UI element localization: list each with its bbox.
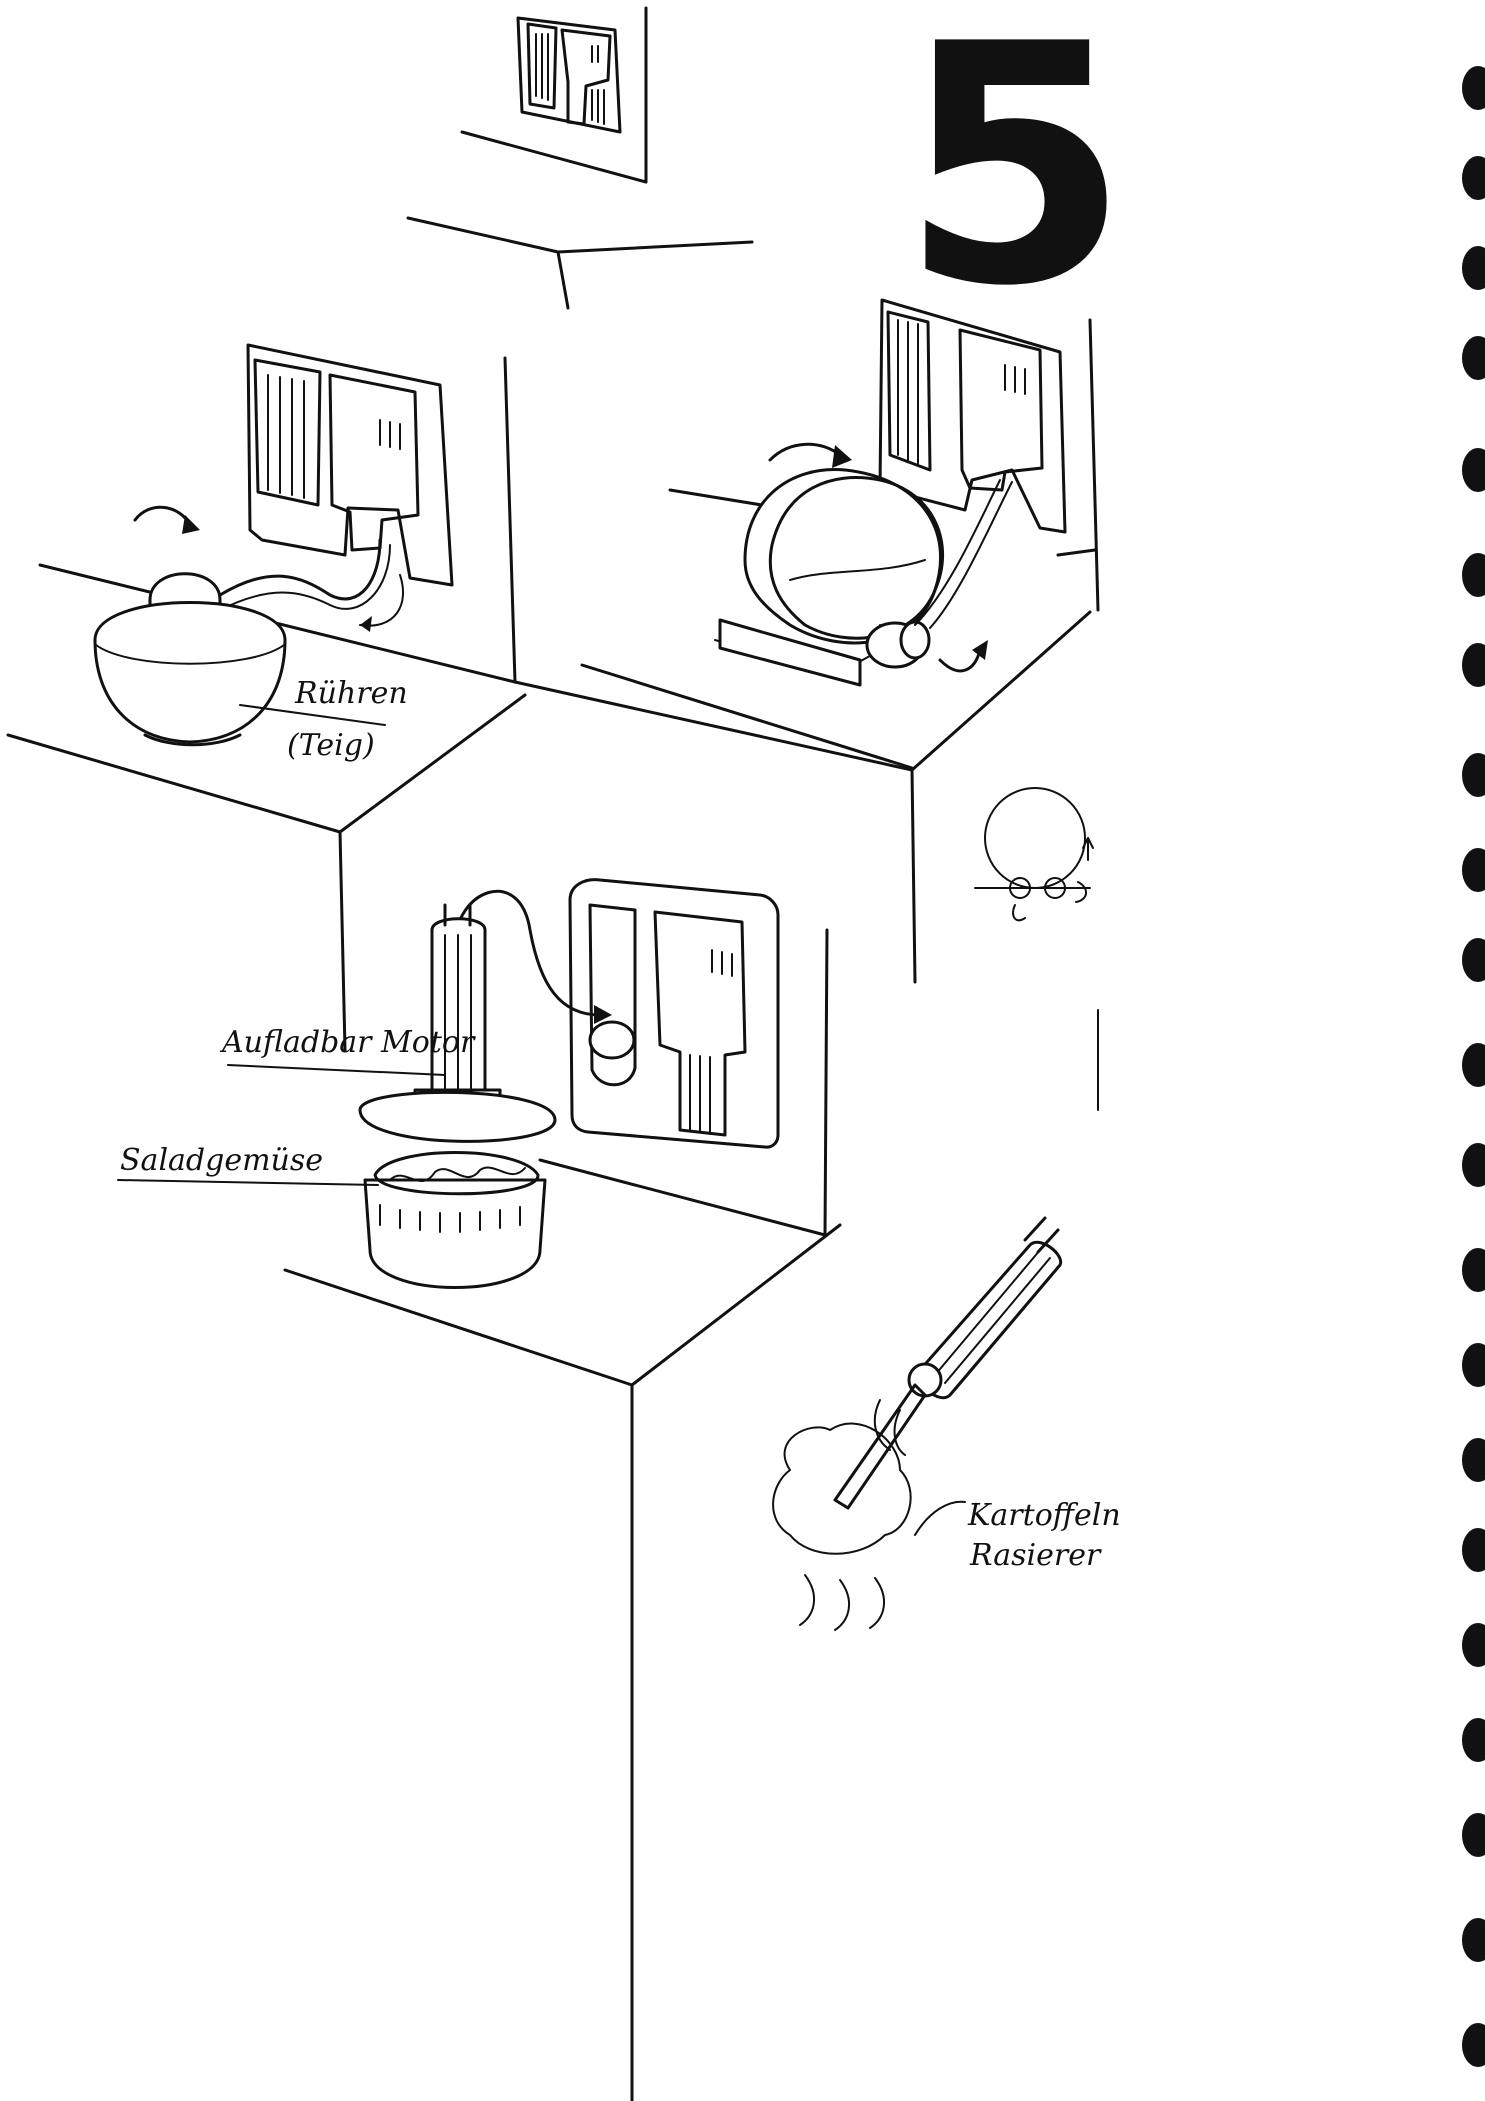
label-potato-2: Rasierer bbox=[969, 1538, 1102, 1573]
binding-hole-icon bbox=[1462, 448, 1485, 492]
label-stir: Rühren bbox=[294, 676, 408, 711]
binding-hole-icon bbox=[1462, 848, 1485, 892]
binding-hole-icon bbox=[1462, 1143, 1485, 1187]
binding-hole-icon bbox=[1462, 1248, 1485, 1292]
binding-hole-icon bbox=[1462, 1718, 1485, 1762]
page-number: 5 bbox=[900, 0, 1130, 358]
salad-illustration: Aufladbar Motor Saladgemüse bbox=[118, 880, 778, 1288]
binding-hole-icon bbox=[1462, 1528, 1485, 1572]
binding-hole-icon bbox=[1462, 1918, 1485, 1962]
label-motor: Aufladbar Motor bbox=[219, 1025, 476, 1060]
binding-hole-icon bbox=[1462, 156, 1485, 200]
binding-hole-icon bbox=[1462, 553, 1485, 597]
roller-diagram bbox=[975, 788, 1093, 920]
spiral-binding bbox=[1462, 66, 1485, 2067]
binding-hole-icon bbox=[1462, 1343, 1485, 1387]
binding-hole-icon bbox=[1462, 246, 1485, 290]
potato-illustration: Kartoffeln Rasierer bbox=[773, 1218, 1121, 1630]
label-salad: Saladgemüse bbox=[120, 1143, 323, 1178]
drum-illustration bbox=[715, 300, 1065, 685]
binding-hole-icon bbox=[1462, 938, 1485, 982]
binding-hole-icon bbox=[1462, 1438, 1485, 1482]
binding-hole-icon bbox=[1462, 336, 1485, 380]
binding-hole-icon bbox=[1462, 1813, 1485, 1857]
binding-hole-icon bbox=[1462, 643, 1485, 687]
label-potato-1: Kartoffeln bbox=[967, 1498, 1121, 1533]
label-dough: (Teig) bbox=[287, 728, 375, 763]
binding-hole-icon bbox=[1462, 1623, 1485, 1667]
binding-hole-icon bbox=[1462, 1043, 1485, 1087]
binding-hole-icon bbox=[1462, 66, 1485, 110]
wall-dock-top bbox=[518, 18, 620, 132]
binding-hole-icon bbox=[1462, 2023, 1485, 2067]
mixer-illustration: Rühren (Teig) bbox=[95, 345, 452, 763]
binding-hole-icon bbox=[1462, 753, 1485, 797]
